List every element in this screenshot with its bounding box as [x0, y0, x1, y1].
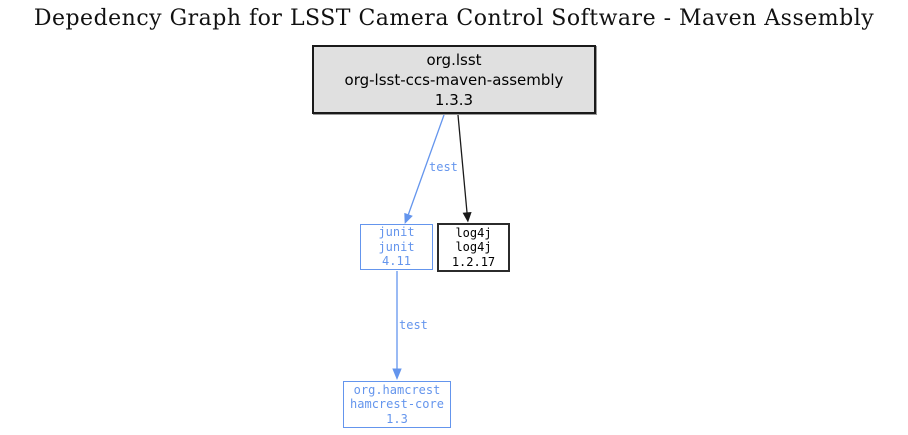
node-artifact-id: org-lsst-ccs-maven-assembly: [344, 70, 564, 89]
node-root-artifact: org.lsst org-lsst-ccs-maven-assembly 1.3…: [312, 45, 596, 114]
node-group-id: org.hamcrest: [353, 382, 441, 397]
node-version: 1.3.3: [434, 90, 474, 109]
node-junit: junit junit 4.11: [360, 224, 433, 270]
node-artifact-id: junit: [378, 239, 415, 254]
node-version: 1.2.17: [451, 254, 496, 269]
node-group-id: org.lsst: [426, 50, 482, 69]
node-artifact-id: hamcrest-core: [350, 397, 444, 412]
graph-title: Depedency Graph for LSST Camera Control …: [33, 6, 875, 31]
edge-label-root-to-junit-scope: test: [429, 160, 458, 174]
edge-label-junit-to-hamcrest-scope: test: [399, 318, 428, 332]
node-version: 1.3: [386, 411, 408, 426]
node-hamcrest: org.hamcrest hamcrest-core 1.3: [343, 381, 451, 428]
node-group-id: log4j: [455, 225, 492, 240]
edge-root-to-log4j: [457, 114, 472, 223]
node-artifact-id: log4j: [455, 240, 492, 255]
node-version: 4.11: [382, 254, 411, 269]
node-group-id: junit: [378, 225, 415, 240]
node-log4j: log4j log4j 1.2.17: [437, 223, 510, 272]
